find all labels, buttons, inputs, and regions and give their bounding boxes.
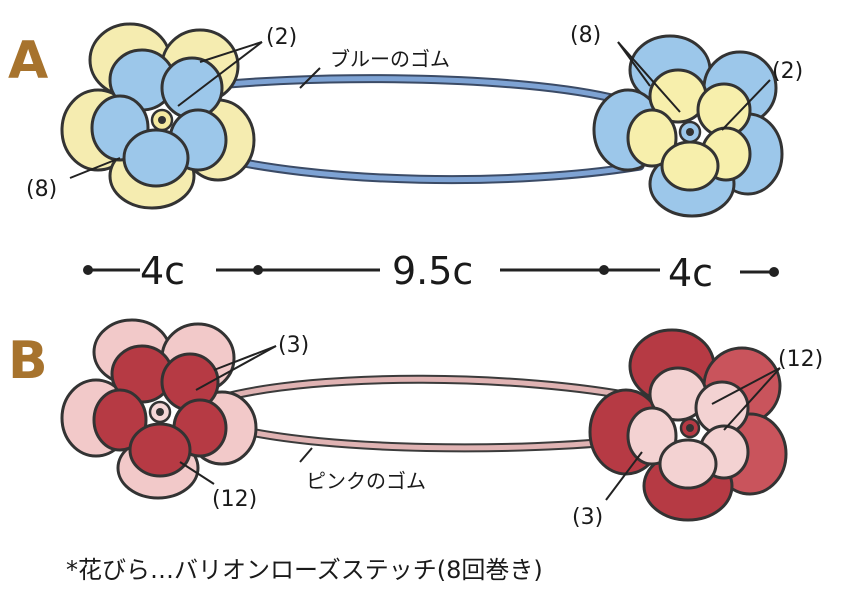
label-a-top-right-inner: (2)	[772, 59, 803, 84]
flower-center-dot	[156, 408, 164, 416]
flower-b-right	[588, 328, 788, 522]
label-a-top-left: (2)	[266, 25, 297, 50]
label-a: A	[8, 31, 48, 91]
label-b: B	[8, 331, 48, 391]
leader-lines-b	[179, 345, 781, 501]
flower-b-left-front-petals	[92, 344, 228, 478]
label-b-bottom-left: (12)	[212, 487, 257, 512]
flower-b-right-front-petals	[626, 366, 750, 490]
flower-center-dot	[158, 116, 166, 124]
flower-a-right	[592, 34, 784, 218]
blue-elastic	[185, 74, 645, 185]
label-a-top-right-outer: (8)	[570, 23, 601, 48]
leader-lines-a	[69, 41, 771, 179]
flower-a-left-front-petals	[90, 48, 228, 188]
label-a-bottom-left: (8)	[26, 177, 57, 202]
dimension-left: 4c	[140, 249, 185, 293]
label-b-top-right: (12)	[778, 347, 823, 372]
label-b-top-left: (3)	[278, 333, 309, 358]
dimension-tick	[83, 265, 93, 275]
dimension-middle: 9.5c	[392, 249, 473, 293]
dimension-tick	[253, 265, 263, 275]
dimension-right: 4c	[668, 251, 713, 295]
dimension-tick	[769, 267, 779, 277]
flower-a-left	[60, 22, 256, 210]
flower-center-dot	[686, 424, 694, 432]
flower-b-left	[60, 318, 258, 500]
flower-center-dot	[686, 128, 694, 136]
pink-elastic	[217, 374, 645, 453]
footnote: *花びら…バリオンローズステッチ(8回巻き)	[66, 556, 543, 584]
flower-a-right-front-petals	[626, 68, 752, 192]
label-pink-elastic: ピンクのゴム	[306, 469, 426, 493]
dimension-tick	[599, 265, 609, 275]
label-b-bottom-right: (3)	[572, 505, 603, 530]
dimension-line	[83, 265, 779, 277]
label-blue-elastic: ブルーのゴム	[330, 47, 450, 71]
